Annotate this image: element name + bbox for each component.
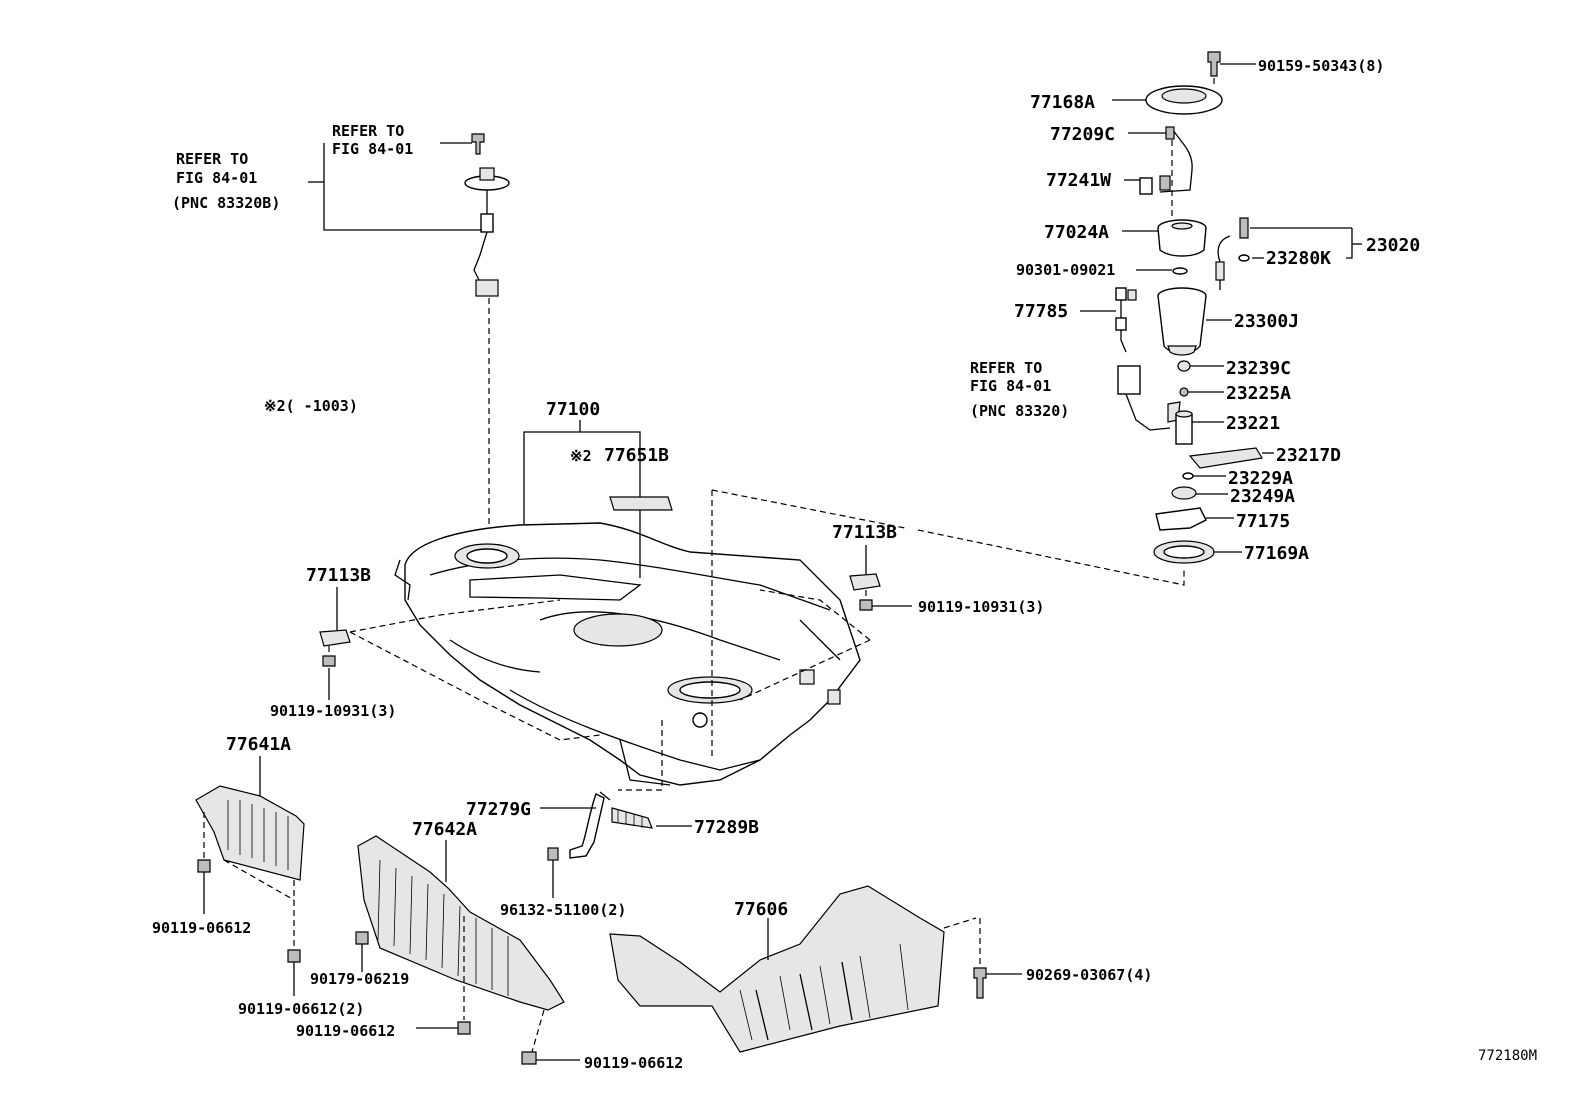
label-77641A: 77641A (226, 734, 291, 755)
label-90119-06612-b: 90119-06612(2) (238, 1000, 364, 1018)
shield-77641A (195, 756, 305, 996)
dashed-outlines (349, 489, 1185, 791)
shield-77642A (355, 835, 580, 1065)
refer-notes: REFER TO FIG 84-01 REFER TO FIG 84-01 (P… (172, 122, 1069, 420)
label-77209C: 77209C (1050, 124, 1115, 145)
label-90119-10931-left: 90119-10931(3) (270, 702, 396, 720)
label-77100: 77100 (546, 399, 600, 420)
refer-right-line3: (PNC 83320) (970, 402, 1069, 420)
label-90301-09021: 90301-09021 (1016, 261, 1115, 279)
refer-brackets-top (308, 143, 482, 231)
label-77785: 77785 (1014, 301, 1068, 322)
label-90269-03067: 90269-03067(4) (1026, 966, 1152, 984)
pad-77651B (609, 496, 673, 511)
label-77169A: 77169A (1244, 543, 1309, 564)
refer-right-line2: FIG 84-01 (970, 377, 1051, 395)
refer-left-line3: (PNC 83320B) (172, 194, 280, 212)
label-77289B: 77289B (694, 817, 759, 838)
label-77168A: 77168A (1030, 92, 1095, 113)
label-77606: 77606 (734, 899, 788, 920)
note-mark-2: ※2 (570, 447, 592, 465)
label-23225A: 23225A (1226, 383, 1291, 404)
bracket-77113B-right (849, 545, 912, 611)
refer-right-line1: REFER TO (970, 359, 1042, 377)
refer-top-line2: FIG 84-01 (332, 140, 413, 158)
fuel-tank (394, 522, 861, 786)
label-23280K: 23280K (1266, 248, 1331, 269)
label-77113B-right: 77113B (832, 522, 897, 543)
label-90119-06612-a: 90119-06612 (152, 919, 251, 937)
shield-77606 (609, 885, 1022, 1053)
label-77241W: 77241W (1046, 170, 1111, 191)
label-23249A: 23249A (1230, 486, 1295, 507)
label-90159-50343: 90159-50343(8) (1258, 57, 1384, 75)
hose-77279G (540, 791, 692, 898)
refer-left-line1: REFER TO (176, 150, 248, 168)
label-90179-06219: 90179-06219 (310, 970, 409, 988)
label-23300J: 23300J (1234, 311, 1299, 332)
label-77279G: 77279G (466, 799, 531, 820)
label-96132-51100: 96132-51100(2) (500, 901, 626, 919)
label-77175: 77175 (1236, 511, 1290, 532)
label-77024A: 77024A (1044, 222, 1109, 243)
label-77113B-left: 77113B (306, 565, 371, 586)
label-23239C: 23239C (1226, 358, 1291, 379)
label-90119-06612-c: 90119-06612 (296, 1022, 395, 1040)
bracket-77113B-left (319, 587, 351, 700)
note-range: ※2( -1003) (264, 397, 358, 415)
fuel-sender-gauge-assembly (440, 133, 510, 540)
figure-id: 772180M (1478, 1048, 1537, 1064)
refer-left-line2: FIG 84-01 (176, 169, 257, 187)
label-77651B: 77651B (604, 445, 669, 466)
label-23229A: 23229A (1228, 468, 1293, 489)
label-90119-06612-d: 90119-06612 (584, 1054, 683, 1072)
label-23221: 23221 (1226, 413, 1280, 434)
label-90119-10931-right: 90119-10931(3) (918, 598, 1044, 616)
refer-top-line1: REFER TO (332, 122, 404, 140)
label-23217D: 23217D (1276, 445, 1341, 466)
fuel-pump-assembly (1080, 51, 1362, 564)
label-23020: 23020 (1366, 235, 1420, 256)
part-labels: 90159-50343(8) 77168A 77209C 77241W 7702… (152, 57, 1420, 1072)
label-77642A: 77642A (412, 819, 477, 840)
